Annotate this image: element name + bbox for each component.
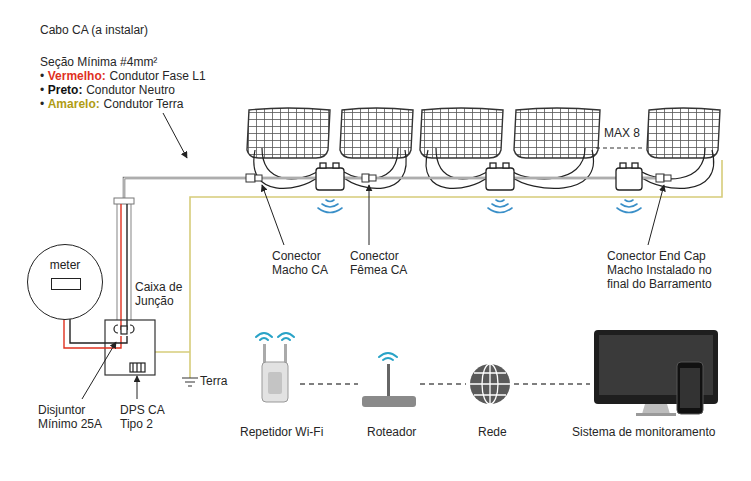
spd-symbol <box>133 363 141 372</box>
repeater-face <box>268 372 282 394</box>
device-label: Rede <box>478 425 507 439</box>
leader-line <box>82 342 116 399</box>
bullet: • <box>40 83 44 97</box>
phone-screen <box>680 368 700 408</box>
color-name: Preto: <box>48 83 83 97</box>
conductor-name: Condutor Terra <box>104 97 184 111</box>
female-connector <box>369 175 376 181</box>
microinverter <box>616 168 642 190</box>
dc-cable <box>262 148 317 179</box>
male-connector <box>255 175 262 181</box>
router-body <box>362 396 416 407</box>
part-label: Conector End Cap Macho Instalado no fina… <box>607 249 735 291</box>
inverter-port <box>333 163 339 168</box>
cable-heading: Cabo CA (a instalar) <box>40 23 148 37</box>
max-dash <box>596 147 642 148</box>
color-name: Vermelho: <box>48 69 106 83</box>
conductor-name: Condutor Neutro <box>86 83 175 97</box>
dc-cable <box>436 148 487 179</box>
meter-display <box>51 278 81 290</box>
microinverter <box>316 168 344 190</box>
dc-cable <box>426 150 488 188</box>
phase-wire <box>120 204 121 330</box>
wifi-signal <box>488 200 512 213</box>
breaker-symbol <box>121 326 127 334</box>
repeater-antenna <box>263 344 266 364</box>
globe-icon <box>470 364 510 404</box>
max-note: MAX 8 <box>604 126 640 140</box>
conduit-cap <box>114 198 134 204</box>
breaker-symbol <box>114 325 134 333</box>
solar-panel <box>647 108 720 158</box>
inverter-port <box>620 163 626 168</box>
network-link <box>514 383 590 385</box>
inverter-port <box>320 163 326 168</box>
device-label: Repetidor Wi-Fi <box>240 425 323 439</box>
conductor-name: Condutor Fase L1 <box>110 69 206 83</box>
dc-cable <box>513 148 585 179</box>
monitor-stand <box>642 404 670 414</box>
wifi-icon <box>379 353 397 360</box>
network-link <box>300 383 358 385</box>
ac-cable <box>124 178 246 202</box>
solar-panel <box>247 108 330 158</box>
dc-cable <box>512 150 594 188</box>
part-label: Conector Fêmea CA <box>350 249 425 277</box>
device-label: Sistema de monitoramento <box>572 425 715 439</box>
dc-cable <box>641 150 714 188</box>
leader-line <box>137 376 138 399</box>
dc-cable <box>642 148 705 179</box>
network-link <box>420 383 466 385</box>
male-connector <box>246 174 255 182</box>
meter-circle: meter <box>27 244 103 320</box>
leader-line <box>369 185 370 245</box>
globe-lines <box>470 364 510 404</box>
router-antenna <box>387 364 390 396</box>
neutral-wire <box>70 318 127 343</box>
neutral-wire <box>126 204 127 330</box>
female-connector <box>362 174 369 182</box>
inverter-port <box>503 163 509 168</box>
solar-panel <box>340 108 413 158</box>
wifi-icon <box>278 333 294 340</box>
leader-line <box>262 185 284 245</box>
leader-line <box>163 113 187 158</box>
meter-label: meter <box>28 258 102 272</box>
dc-cable <box>343 150 406 188</box>
monitor-base <box>636 413 676 416</box>
microinverter <box>486 168 514 190</box>
inverter-port <box>632 163 638 168</box>
part-label: DPS CA Tipo 2 <box>120 403 170 431</box>
bullet: • <box>40 97 44 111</box>
part-label: Caixa de Junção <box>135 280 187 308</box>
end-cap <box>656 174 664 182</box>
part-label: Terra <box>200 374 227 388</box>
ground-symbol <box>182 378 198 386</box>
earth-wire <box>155 351 190 353</box>
solar-panel <box>514 108 600 158</box>
bullet: • <box>40 69 44 83</box>
wifi-signal <box>617 200 641 213</box>
ac-cable-core <box>124 178 656 202</box>
wifi-signal <box>318 200 342 213</box>
repeater-antenna <box>284 344 287 364</box>
dc-cable <box>344 148 398 179</box>
end-cap <box>664 175 671 181</box>
repeater-body <box>262 362 288 402</box>
cable-spec: Seção Mínima #4mm² <box>40 55 157 69</box>
solar-panel <box>420 108 503 158</box>
part-label: Conector Macho CA <box>272 249 347 277</box>
leader-line <box>648 185 664 245</box>
part-label: Disjuntor Mínimo 25A <box>38 403 110 431</box>
wifi-icon <box>256 333 272 340</box>
conduit <box>117 204 131 320</box>
phone <box>677 362 703 414</box>
inverter-port <box>490 163 496 168</box>
spd-symbol <box>130 363 145 372</box>
dc-cable <box>254 150 318 188</box>
color-name: Amarelo: <box>48 97 100 111</box>
device-label: Roteador <box>367 425 416 439</box>
